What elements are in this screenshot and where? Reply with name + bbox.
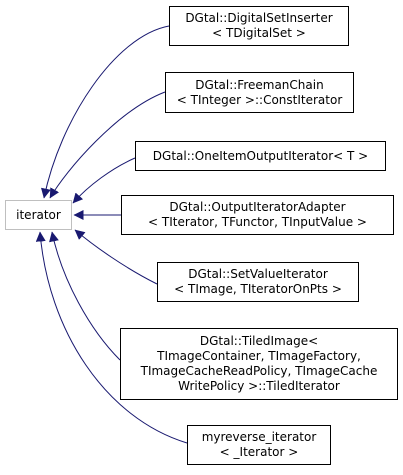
class-name-line: DGtal::DigitalSetInserter [185, 11, 333, 25]
class-myreverse-iterator[interactable]: myreverse_iterator < _Iterator > [187, 425, 331, 465]
edge-one-item-output-iterator [72, 157, 136, 204]
edge-digital-set-inserter [41, 25, 170, 199]
class-name-line: myreverse_iterator [201, 430, 317, 444]
class-freeman-chain-const-iterator[interactable]: DGtal::FreemanChain < TInteger >::ConstI… [165, 72, 354, 113]
class-name-line: WritePolicy >::TiledIterator [178, 379, 340, 393]
class-name-line: < TDigitalSet > [212, 26, 306, 40]
class-name-line: < TImage, TIteratorOnPts > [174, 282, 342, 296]
edge-tiled-image [49, 231, 121, 361]
edge-freeman-chain [49, 91, 166, 199]
class-one-item-output-iterator[interactable]: DGtal::OneItemOutputIterator< T > [135, 141, 386, 171]
class-tiled-image-tiled-iterator[interactable]: DGtal::TiledImage< TImageContainer, TIma… [120, 328, 398, 400]
class-name-line: DGtal::OneItemOutputIterator< T > [152, 148, 369, 163]
class-set-value-iterator[interactable]: DGtal::SetValueIterator < TImage, TItera… [157, 262, 359, 302]
class-name-line: DGtal::SetValueIterator [188, 267, 328, 281]
class-output-iterator-adapter[interactable]: DGtal::OutputIteratorAdapter < TIterator… [121, 195, 394, 235]
class-name-line: < _Iterator > [219, 445, 299, 459]
edge-myreverse-iterator [35, 231, 188, 444]
class-name-line: DGtal::OutputIteratorAdapter [169, 200, 346, 214]
class-name-line: DGtal::FreemanChain [195, 77, 324, 92]
class-name-line: < TInteger >::ConstIterator [176, 92, 343, 107]
class-name-line: TImageCacheReadPolicy, TImageCache [140, 364, 378, 378]
base-class-iterator[interactable]: iterator [5, 200, 72, 230]
edge-set-value-iterator [74, 229, 158, 285]
class-name-line: DGtal::TiledImage< [199, 334, 319, 348]
base-class-label: iterator [16, 207, 61, 222]
class-name-line: TImageContainer, TImageFactory, [157, 349, 361, 363]
class-digital-set-inserter[interactable]: DGtal::DigitalSetInserter < TDigitalSet … [169, 6, 349, 46]
class-name-line: < TIterator, TFunctor, TInputValue > [148, 215, 367, 229]
